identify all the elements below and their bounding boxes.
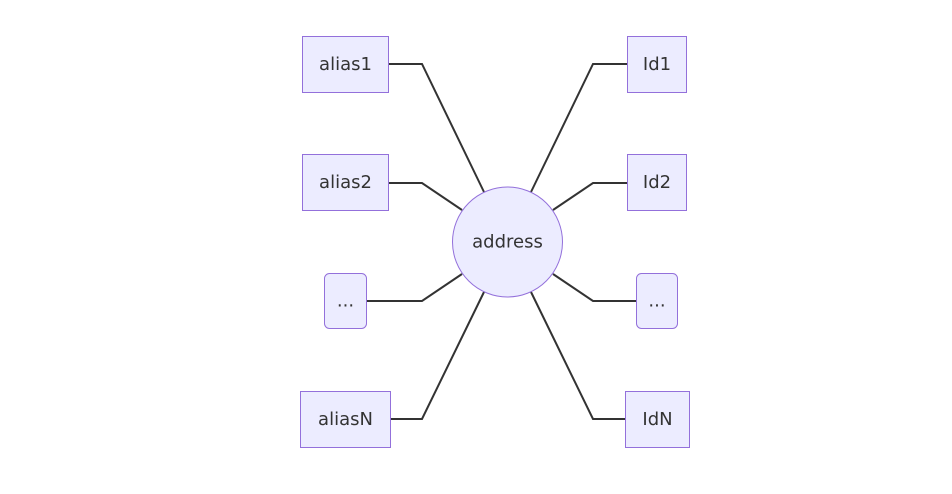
edge-alias2-address xyxy=(388,182,463,211)
node-ellipsis-left-label: ... xyxy=(337,291,354,312)
edge-aliasN-address xyxy=(390,291,485,420)
node-id2: Id2 xyxy=(627,154,687,211)
node-ellipsis-right: ... xyxy=(636,273,678,329)
node-idN: IdN xyxy=(625,391,690,448)
node-id1-box xyxy=(627,36,687,93)
node-alias2-box xyxy=(302,154,389,211)
node-id1-label: Id1 xyxy=(643,54,671,75)
edge-address-ellipsis-right xyxy=(552,273,636,302)
node-aliasN: aliasN xyxy=(300,391,391,448)
node-ellipsis-left: ... xyxy=(324,273,367,329)
node-alias1-box xyxy=(302,36,389,93)
edge-address-id1 xyxy=(530,63,627,193)
node-aliasN-box xyxy=(300,391,391,448)
edge-ellipsis-left-address xyxy=(366,273,463,302)
node-alias1: alias1 xyxy=(302,36,389,93)
edge-address-id2 xyxy=(552,182,627,211)
node-alias2-label: alias2 xyxy=(319,172,372,193)
node-address-label: address xyxy=(472,232,543,253)
node-ellipsis-right-label: ... xyxy=(648,291,665,312)
node-ellipsis-right-box xyxy=(636,273,678,329)
node-address-circle xyxy=(452,186,563,298)
node-idN-label: IdN xyxy=(642,409,672,430)
node-alias2: alias2 xyxy=(302,154,389,211)
node-idN-box xyxy=(625,391,690,448)
node-id2-label: Id2 xyxy=(643,172,671,193)
edges-left xyxy=(366,63,485,420)
edges-right xyxy=(530,63,636,420)
edge-alias1-address xyxy=(388,63,485,193)
node-id1: Id1 xyxy=(627,36,687,93)
node-address: address xyxy=(452,186,563,298)
node-ellipsis-left-box xyxy=(324,273,367,329)
node-aliasN-label: aliasN xyxy=(318,409,373,430)
node-id2-box xyxy=(627,154,687,211)
edge-address-idN xyxy=(530,291,625,420)
node-alias1-label: alias1 xyxy=(319,54,372,75)
